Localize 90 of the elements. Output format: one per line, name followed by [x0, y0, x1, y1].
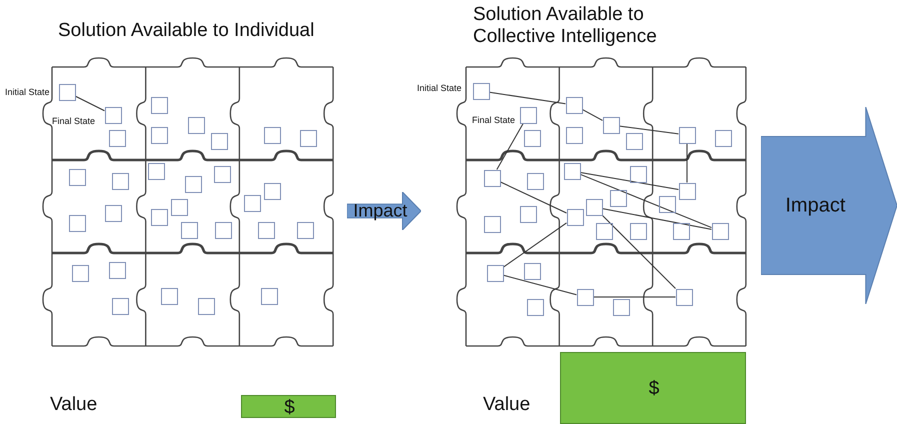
value-bar [560, 352, 746, 424]
state-square [68, 168, 86, 186]
connector-line [496, 123, 524, 170]
state-square [564, 162, 580, 180]
state-square [486, 264, 504, 282]
state-square [526, 298, 544, 316]
state-square [188, 116, 204, 134]
state-square [160, 288, 178, 304]
connector-line [580, 174, 712, 228]
connector-line [75, 96, 105, 112]
state-square [214, 222, 232, 238]
state-square [104, 204, 122, 222]
connector-line [580, 172, 679, 190]
state-square [602, 116, 620, 134]
connector-line [686, 143, 688, 183]
state-square [566, 96, 582, 114]
state-square [68, 214, 86, 232]
value-sign: $ [284, 396, 295, 418]
impact-arrow [761, 107, 897, 304]
state-square [576, 288, 594, 306]
state-square [108, 262, 126, 278]
connector-line [582, 109, 603, 121]
state-square [264, 182, 280, 200]
state-square [678, 126, 696, 144]
connector-line [602, 208, 712, 230]
state-square [148, 162, 164, 180]
state-square [472, 82, 490, 100]
state-square [104, 106, 122, 124]
state-square [566, 208, 584, 226]
state-square [626, 132, 642, 150]
connector-line [503, 222, 567, 268]
state-square [180, 222, 198, 238]
state-label: Final State [52, 116, 96, 126]
state-square [566, 126, 582, 144]
connector-line [503, 274, 577, 296]
state-square [524, 130, 540, 146]
state-square [484, 170, 500, 186]
state-square [210, 132, 228, 150]
state-square [586, 198, 602, 216]
arrow-label: Impact [785, 194, 846, 217]
heading-text: Solution Available to Individual [58, 20, 314, 42]
state-square [184, 176, 202, 192]
connector-line [619, 126, 679, 134]
state-square [520, 206, 536, 222]
impact-arrow [347, 192, 421, 230]
connector-line [489, 92, 566, 104]
state-square [300, 130, 316, 146]
state-square [72, 264, 88, 282]
state-square [712, 222, 728, 240]
value-bar [241, 395, 336, 418]
state-square [524, 262, 540, 280]
heading-text: Value [483, 394, 530, 416]
state-square [484, 216, 500, 232]
state-label: Initial State [5, 87, 50, 98]
arrow-label: Impact [353, 200, 408, 222]
connector-line [500, 182, 567, 214]
state-square [198, 298, 214, 314]
state-square [58, 84, 76, 100]
state-square [520, 106, 536, 124]
state-square [214, 166, 230, 182]
state-label: Final State [472, 115, 516, 126]
state-label: Initial State [417, 83, 462, 94]
state-square [170, 198, 188, 216]
state-square [296, 222, 314, 238]
heading-text: Solution Available to Collective Intelligence [473, 4, 658, 48]
state-square [630, 166, 646, 182]
state-square [244, 194, 260, 212]
state-square [112, 298, 128, 314]
state-square [612, 298, 630, 316]
state-square [112, 172, 128, 190]
state-square [672, 222, 690, 240]
state-square [150, 96, 168, 114]
state-square [150, 208, 168, 226]
state-square [678, 182, 696, 200]
connector-line [593, 296, 676, 298]
state-square [260, 288, 278, 304]
state-square [714, 130, 732, 146]
state-square [676, 288, 692, 306]
state-square [150, 126, 168, 144]
value-sign: $ [648, 378, 660, 400]
connector-line [602, 215, 676, 289]
state-square [526, 172, 544, 190]
state-square [596, 222, 612, 240]
heading-text: Value [50, 394, 98, 416]
state-square [108, 130, 126, 146]
state-square [630, 222, 646, 240]
state-square [610, 190, 626, 206]
state-square [258, 222, 274, 238]
state-square [264, 126, 280, 144]
state-square [658, 196, 676, 212]
